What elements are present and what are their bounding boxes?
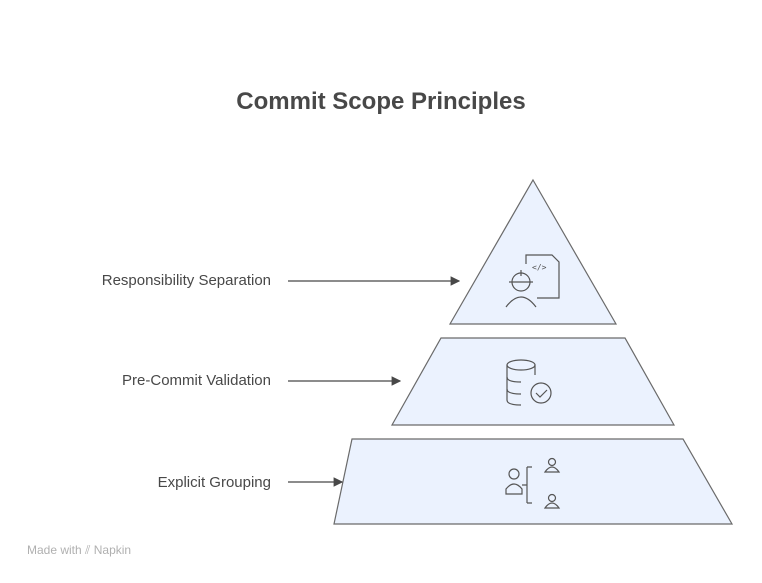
pyramid-level-bottom [333,438,734,525]
pyramid-level-middle [390,337,676,426]
diagram-title: Commit Scope Principles [236,88,526,115]
label-explicit-grouping: Explicit Grouping [157,474,271,491]
label-pre-commit-validation: Pre-Commit Validation [122,372,271,389]
napkin-watermark: Made with ⫽ Napkin [27,543,131,558]
svg-text:</>: </> [532,263,547,272]
napkin-logo-icon: ⫽ [85,543,91,557]
developer-code-icon: </> [505,254,560,308]
footer-brand: Napkin [93,543,132,557]
label-responsibility-separation: Responsibility Separation [101,272,271,289]
footer-prefix: Made with [27,543,82,557]
pyramid-level-top [448,178,618,325]
user-group-icon [505,457,561,509]
database-check-icon [506,359,552,406]
